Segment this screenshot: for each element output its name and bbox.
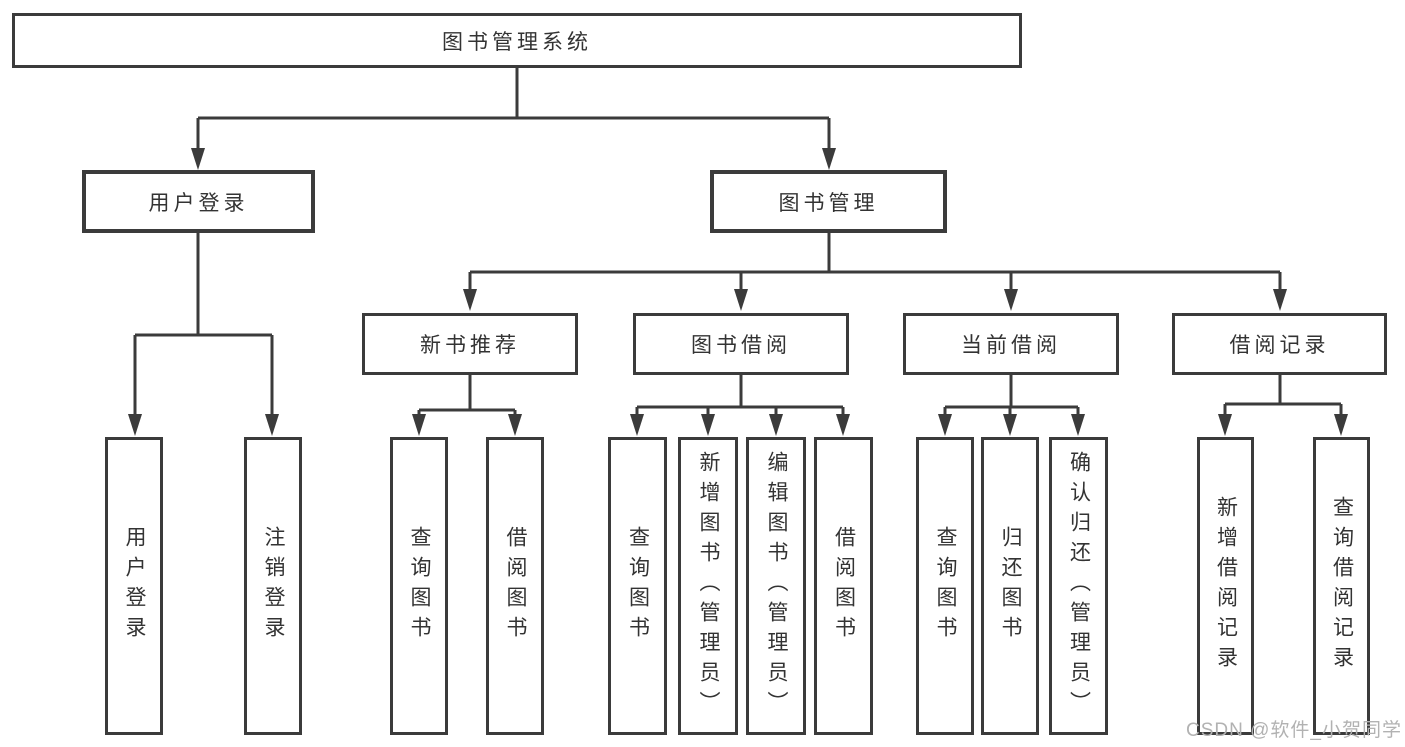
- connector-new-book-rec: [417, 375, 517, 418]
- node-book-management: 图书管理: [710, 170, 947, 233]
- leaf-add-borrow-record: 新增借阅记录: [1197, 437, 1254, 735]
- leaf-query-books-borrow: 查询图书: [608, 437, 667, 735]
- arrowhead: [836, 414, 850, 436]
- leaf-query-borrow-record: 查询借阅记录: [1313, 437, 1370, 735]
- arrowhead: [1273, 289, 1287, 311]
- arrowhead: [1004, 289, 1018, 311]
- node-new-book-recommend: 新书推荐: [362, 313, 578, 375]
- arrowhead: [938, 414, 952, 436]
- leaf-borrow-books: 借阅图书: [814, 437, 873, 735]
- arrowhead: [463, 289, 477, 311]
- connector-root: [196, 68, 831, 152]
- leaf-label: 用户登录: [123, 526, 146, 646]
- leaf-label: 查询图书: [408, 526, 431, 646]
- leaf-label: 注销登录: [262, 526, 285, 646]
- leaf-label: 查询图书: [626, 526, 650, 646]
- connector-user-login: [133, 233, 274, 418]
- arrowhead: [734, 289, 748, 311]
- arrowhead: [191, 148, 205, 170]
- leaf-logout: 注销登录: [244, 437, 302, 735]
- node-user-login: 用户登录: [82, 170, 315, 233]
- leaf-label: 借阅图书: [832, 526, 856, 646]
- node-borrowing-records: 借阅记录: [1172, 313, 1387, 375]
- leaf-label: 借阅图书: [504, 526, 527, 646]
- leaf-label: 查询借阅记录: [1330, 496, 1354, 676]
- leaf-user-login: 用户登录: [105, 437, 163, 735]
- leaf-label: 查询图书: [934, 526, 957, 646]
- leaf-label: 编辑图书（管理员）: [765, 451, 788, 721]
- leaf-confirm-return-admin: 确认归还（管理员）: [1049, 437, 1108, 735]
- arrowhead: [1003, 414, 1017, 436]
- connector-borrow-records: [1223, 375, 1343, 418]
- node-book-borrowing: 图书借阅: [633, 313, 849, 375]
- arrowhead: [128, 414, 142, 436]
- arrowhead: [630, 414, 644, 436]
- node-current-borrowing: 当前借阅: [903, 313, 1119, 375]
- arrowhead: [1071, 414, 1085, 436]
- connector-book-mgmt: [468, 233, 1282, 293]
- connector-book-borrow: [635, 375, 845, 418]
- arrowhead: [412, 414, 426, 436]
- leaf-borrow-books-recommend: 借阅图书: [486, 437, 544, 735]
- node-system-root: 图书管理系统: [12, 13, 1022, 68]
- arrowhead: [1334, 414, 1348, 436]
- leaf-edit-books-admin: 编辑图书（管理员）: [746, 437, 806, 735]
- watermark: CSDN @软件_小贺同学: [1186, 720, 1402, 741]
- leaf-label: 新增图书（管理员）: [697, 451, 720, 721]
- leaf-return-books: 归还图书: [981, 437, 1039, 735]
- leaf-label: 新增借阅记录: [1214, 496, 1238, 676]
- arrowhead: [701, 414, 715, 436]
- leaf-query-books-recommend: 查询图书: [390, 437, 448, 735]
- arrowhead: [822, 148, 836, 170]
- leaf-label: 归还图书: [999, 526, 1022, 646]
- arrowhead: [769, 414, 783, 436]
- leaf-label: 确认归还（管理员）: [1067, 451, 1091, 721]
- arrowhead: [265, 414, 279, 436]
- arrowhead: [1218, 414, 1232, 436]
- leaf-query-books-current: 查询图书: [916, 437, 974, 735]
- leaf-add-books-admin: 新增图书（管理员）: [678, 437, 738, 735]
- arrowhead: [508, 414, 522, 436]
- connector-current-borrow: [943, 375, 1080, 418]
